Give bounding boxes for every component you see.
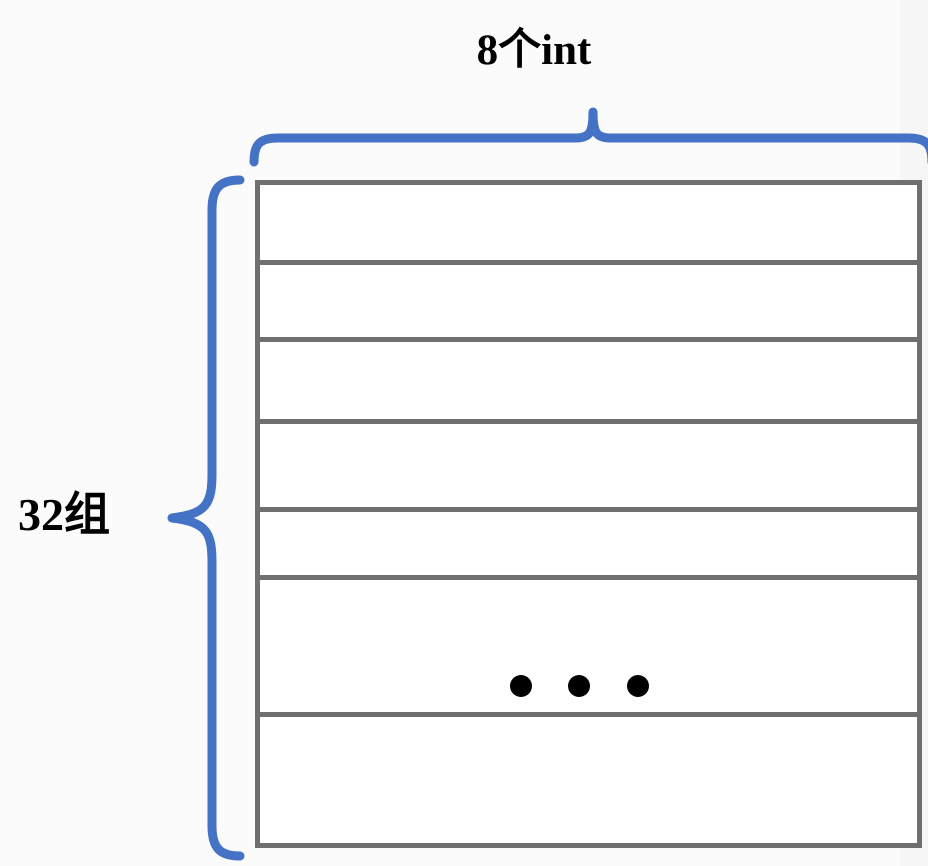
ellipsis-dots xyxy=(255,675,655,699)
top-brace-label: 8个int xyxy=(476,27,592,74)
ellipsis-dot-icon xyxy=(627,675,649,697)
table-row xyxy=(260,580,917,717)
left-brace-icon xyxy=(167,175,245,861)
memory-table xyxy=(255,180,922,848)
table-row xyxy=(260,265,917,342)
table-row xyxy=(260,717,917,818)
table-row xyxy=(260,185,917,265)
ellipsis-dot-icon xyxy=(568,675,590,697)
left-brace-label: 32组 xyxy=(18,489,110,540)
ellipsis-dot-icon xyxy=(510,675,532,697)
table-row xyxy=(260,342,917,424)
table-row xyxy=(260,424,917,512)
table-row xyxy=(260,512,917,580)
top-brace-icon xyxy=(249,107,928,167)
